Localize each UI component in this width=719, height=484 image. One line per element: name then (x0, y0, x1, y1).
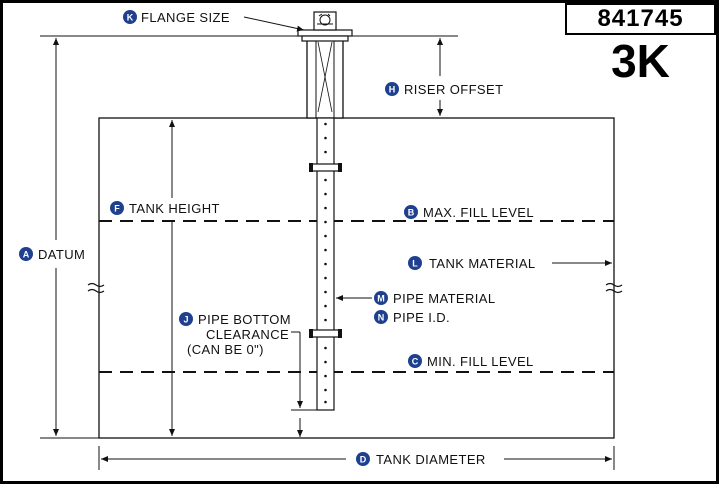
badge-a-letter: A (23, 250, 30, 260)
label-c-min-fill-level: C MIN. FILL LEVEL (408, 354, 534, 369)
badge-h-letter: H (389, 85, 396, 95)
label-f-tank-height: F TANK HEIGHT (110, 201, 220, 216)
riser-offset-label: RISER OFFSET (404, 82, 503, 97)
badge-f-letter: F (114, 204, 120, 214)
badge-f (110, 201, 124, 215)
badge-h (385, 82, 399, 96)
max-fill-level-label: MAX. FILL LEVEL (423, 205, 534, 220)
badge-c (408, 354, 422, 368)
flange-size-label: FLANGE SIZE (141, 10, 230, 25)
pipe-bottom-clearance-dimension (291, 331, 317, 437)
label-a-datum: A DATUM (19, 247, 85, 262)
riser-offset-dimension (352, 35, 458, 116)
label-h-riser-offset: H RISER OFFSET (385, 82, 503, 97)
badge-l (408, 256, 422, 270)
riser (306, 37, 344, 119)
pipe-bottom-label-line3: (CAN BE 0") (187, 342, 264, 357)
pipe-material-label: PIPE MATERIAL (393, 291, 495, 306)
tank-outline (98, 117, 615, 439)
label-k-flange-size: K FLANGE SIZE (123, 10, 230, 25)
label-j-pipe-bottom-clearance: J PIPE BOTTOM CLEARANCE (CAN BE 0") (179, 312, 291, 357)
model-code: 3K (611, 35, 670, 87)
flange (297, 11, 353, 42)
datum-label: DATUM (38, 247, 85, 262)
tank-height-label: TANK HEIGHT (129, 201, 220, 216)
pipe-id-label: PIPE I.D. (393, 310, 450, 325)
badge-b-letter: B (408, 208, 415, 218)
pipe-bottom-label-line1: PIPE BOTTOM (198, 312, 291, 327)
badge-k (123, 10, 137, 24)
badge-j-letter: J (183, 315, 188, 325)
badge-m-letter: M (377, 294, 385, 304)
badge-d-letter: D (360, 455, 367, 465)
label-m-pipe-material: M PIPE MATERIAL (374, 291, 495, 306)
label-l-tank-material: L TANK MATERIAL (408, 256, 536, 271)
tank-material-label: TANK MATERIAL (429, 256, 536, 271)
badge-m (374, 291, 388, 305)
flange-leader (243, 16, 305, 32)
datum-dimension (40, 35, 298, 439)
label-d-tank-diameter: D TANK DIAMETER (356, 452, 486, 467)
tank-diameter-dimension (98, 446, 615, 470)
badge-j (179, 312, 193, 326)
part-number: 841745 (565, 3, 716, 35)
badge-b (404, 205, 418, 219)
badge-n-letter: N (378, 313, 385, 323)
tank-diameter-label: TANK DIAMETER (376, 452, 486, 467)
label-n-pipe-id: N PIPE I.D. (374, 310, 450, 325)
badge-c-letter: C (412, 357, 419, 367)
min-fill-level-label: MIN. FILL LEVEL (427, 354, 534, 369)
badge-k-letter: K (127, 13, 134, 23)
pipe-bottom-label-line2: CLEARANCE (206, 327, 289, 342)
badge-l-letter: L (412, 259, 418, 269)
right-break-mark (605, 282, 623, 294)
badge-a (19, 247, 33, 261)
badge-d (356, 452, 370, 466)
label-b-max-fill-level: B MAX. FILL LEVEL (404, 205, 534, 220)
left-break-mark (87, 282, 105, 294)
pipe (309, 117, 342, 411)
badge-n (374, 310, 388, 324)
